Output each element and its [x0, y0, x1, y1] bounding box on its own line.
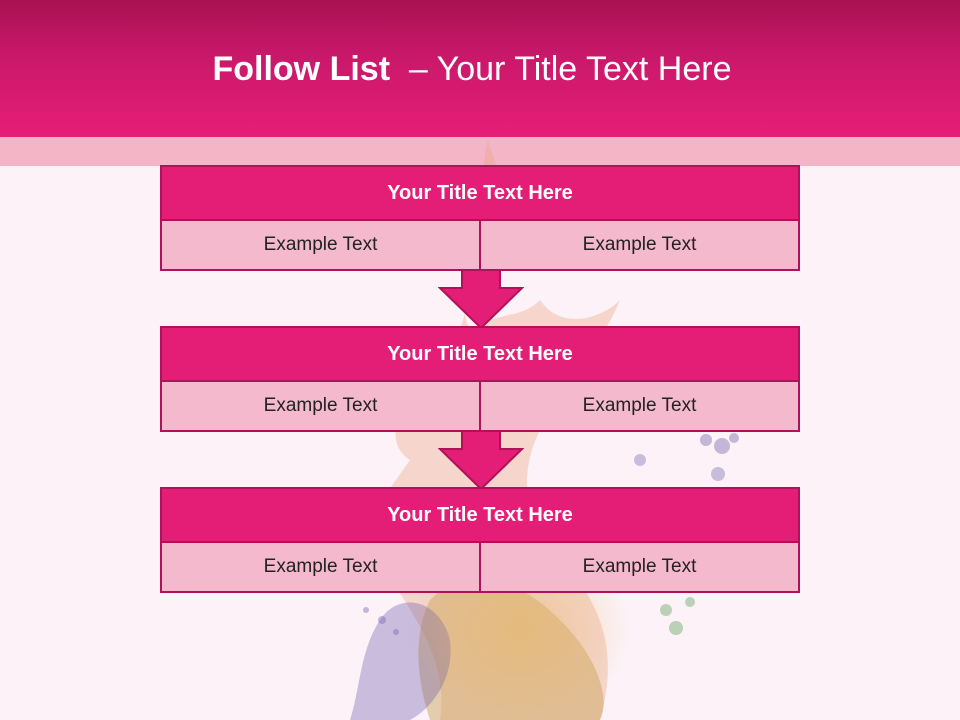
block-row: Example Text Example Text [160, 543, 800, 593]
block-cell-left: Example Text [160, 221, 481, 271]
header-strip [0, 137, 960, 166]
slide-title: Follow List – Your Title Text Here [0, 50, 944, 89]
list-block-1: Your Title Text Here Example Text Exampl… [160, 165, 800, 271]
title-rest: – Your Title Text Here [390, 50, 732, 88]
block-cell-right: Example Text [479, 382, 800, 432]
block-row: Example Text Example Text [160, 221, 800, 271]
block-cell-right: Example Text [479, 221, 800, 271]
block-row: Example Text Example Text [160, 382, 800, 432]
block-cell-left: Example Text [160, 382, 481, 432]
block-title: Your Title Text Here [160, 326, 800, 382]
list-block-2: Your Title Text Here Example Text Exampl… [160, 326, 800, 432]
block-cell-left: Example Text [160, 543, 481, 593]
list-block-3: Your Title Text Here Example Text Exampl… [160, 487, 800, 593]
block-title: Your Title Text Here [160, 487, 800, 543]
block-title: Your Title Text Here [160, 165, 800, 221]
block-cell-right: Example Text [479, 543, 800, 593]
down-arrow-icon [438, 270, 524, 330]
title-bold: Follow List [212, 50, 391, 88]
header-bar [0, 0, 960, 137]
down-arrow-icon [438, 431, 524, 491]
